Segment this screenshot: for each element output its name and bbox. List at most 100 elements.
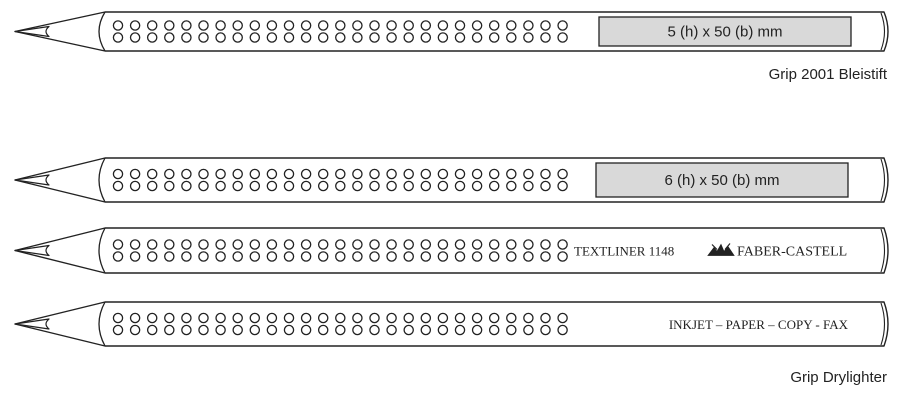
- grip-dot: [523, 324, 534, 336]
- brand-name: FABER-CASTELL: [737, 245, 847, 260]
- pencil-body: [14, 227, 889, 274]
- grip-dot: [420, 239, 432, 250]
- grip-dot: [198, 180, 209, 192]
- grip-dot: [112, 251, 124, 262]
- pencil-end-cap: [880, 158, 886, 202]
- grip-dot: [164, 251, 175, 262]
- caption-grip-drylighter: Grip Drylighter: [790, 369, 887, 386]
- grip-dot: [369, 239, 380, 250]
- grip-dot: [249, 32, 261, 43]
- grip-dot: [215, 251, 226, 262]
- grip-dot: [232, 20, 243, 31]
- grip-dot: [420, 180, 432, 192]
- grip-dot: [540, 312, 551, 324]
- grip-dot: [557, 32, 568, 43]
- grip-dot: [146, 168, 158, 180]
- grip-dot: [420, 251, 432, 262]
- grip-dot: [523, 312, 534, 324]
- grip-dot: [454, 324, 466, 336]
- grip-dot: [266, 180, 278, 192]
- grip-dot: [215, 180, 226, 192]
- grip-dot: [488, 180, 500, 192]
- grip-dot: [386, 168, 397, 180]
- grip-dot: [181, 251, 192, 262]
- grip-dot: [335, 324, 346, 336]
- grip-dot: [300, 324, 312, 336]
- grip-dot: [198, 312, 209, 324]
- grip-dot: [335, 251, 346, 262]
- grip-dot: [335, 239, 346, 250]
- grip-dot: [403, 312, 414, 324]
- grip-dot: [317, 20, 329, 31]
- grip-dot: [215, 168, 226, 180]
- pencil-lead-tip: [14, 174, 50, 186]
- grip-dot: [386, 20, 397, 31]
- grip-dot: [369, 324, 380, 336]
- grip-dot: [437, 20, 449, 31]
- grip-dot: [266, 251, 278, 262]
- grip-dot: [540, 32, 551, 43]
- grip-dot: [232, 239, 243, 250]
- grip-dot: [471, 168, 483, 180]
- grip-dots: [112, 239, 568, 262]
- grip-dot: [523, 20, 534, 31]
- grip-dot: [352, 32, 363, 43]
- imprint-text: INKJET – PAPER – COPY - FAX: [669, 317, 849, 332]
- grip-dot: [283, 324, 295, 336]
- grip-dot: [266, 32, 278, 43]
- grip-dot: [335, 168, 346, 180]
- grip-dot: [198, 324, 209, 336]
- grip-dot: [523, 251, 534, 262]
- grip-dot: [506, 324, 517, 336]
- pencil-wood-edge: [98, 227, 106, 274]
- grip-dot: [215, 324, 226, 336]
- grip-dot: [369, 20, 380, 31]
- grip-dot: [129, 312, 141, 324]
- pencil-end-cap: [880, 228, 886, 273]
- grip-dot: [386, 239, 397, 250]
- grip-dot: [403, 168, 414, 180]
- grip-dot: [540, 324, 551, 336]
- grip-dot: [112, 312, 124, 324]
- grip-dot: [488, 32, 500, 43]
- grip-dot: [112, 32, 124, 43]
- grip-dot: [129, 239, 141, 250]
- pencil-wood-edge: [98, 11, 106, 52]
- grip-dot: [249, 312, 261, 324]
- grip-dot: [420, 32, 432, 43]
- pencil-end-cap: [880, 12, 886, 51]
- grip-dot: [471, 312, 483, 324]
- pencil-lead-tip: [14, 25, 50, 38]
- grip-dot: [471, 32, 483, 43]
- grip-dot: [471, 324, 483, 336]
- imprint-size-label: 6 (h) x 50 (b) mm: [664, 172, 779, 189]
- grip-dot: [164, 168, 175, 180]
- grip-dot: [300, 20, 312, 31]
- grip-dot: [164, 324, 175, 336]
- grip-dot: [283, 180, 295, 192]
- grip-dot: [146, 324, 158, 336]
- grip-dot: [283, 251, 295, 262]
- grip-dot: [232, 180, 243, 192]
- grip-dot: [164, 312, 175, 324]
- grip-dot: [317, 32, 329, 43]
- grip-dot: [557, 20, 568, 31]
- grip-dot: [454, 32, 466, 43]
- grip-dot: [437, 180, 449, 192]
- grip-dot: [352, 168, 363, 180]
- grip-dot: [112, 239, 124, 250]
- grip-dot: [506, 312, 517, 324]
- grip-dot: [352, 251, 363, 262]
- grip-dot: [437, 324, 449, 336]
- grip-dot: [471, 20, 483, 31]
- grip-dot: [335, 32, 346, 43]
- grip-dot: [164, 180, 175, 192]
- grip-dot: [403, 239, 414, 250]
- grip-dot: [540, 180, 551, 192]
- grip-dot: [335, 180, 346, 192]
- caption-grip-2001: Grip 2001 Bleistift: [768, 66, 887, 83]
- pencil-lead-tip: [14, 244, 50, 257]
- pencil-wood-edge: [98, 157, 106, 203]
- grip-dot: [540, 20, 551, 31]
- pencil-wood-edge: [98, 301, 106, 347]
